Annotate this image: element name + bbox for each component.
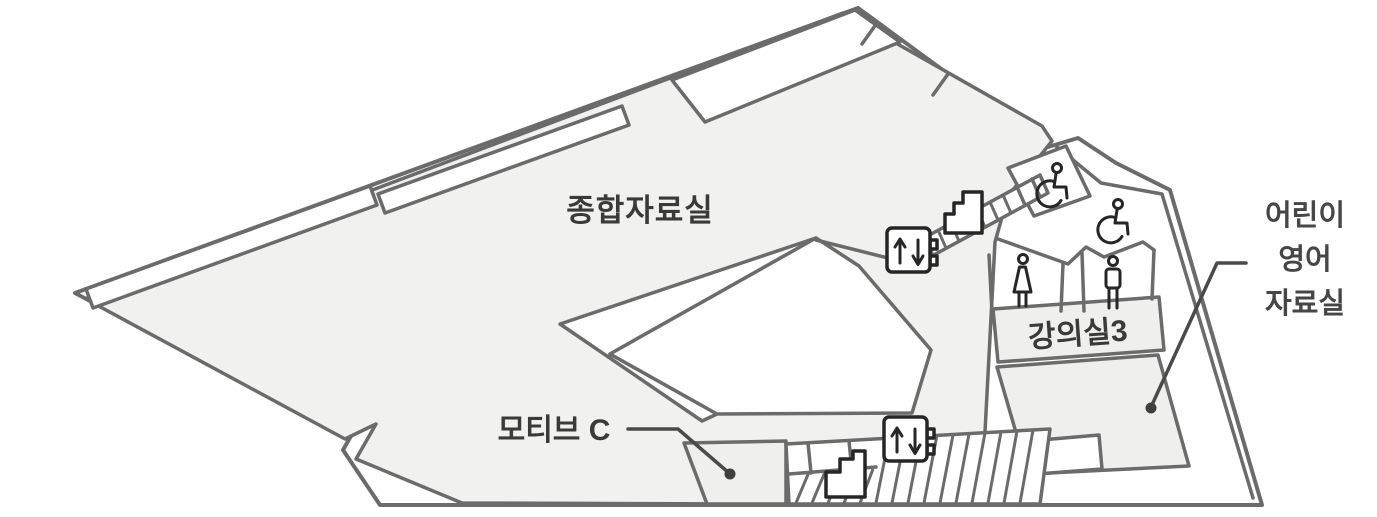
stairs-icon-bottom bbox=[824, 449, 867, 499]
central-open-area bbox=[608, 236, 933, 416]
wheelchair-icon-1 bbox=[1035, 162, 1069, 209]
room-lecture-3 bbox=[991, 295, 1166, 364]
leader-motive-c bbox=[626, 427, 736, 480]
wheelchair-icon-2 bbox=[1096, 198, 1130, 245]
label-children-room: 어린이 영어 자료실 bbox=[1265, 199, 1345, 320]
svg-text:영어: 영어 bbox=[1278, 243, 1331, 276]
right-wall-inner-line bbox=[1054, 144, 1255, 500]
window-strip-1 bbox=[84, 184, 379, 310]
leader-children-room bbox=[1145, 261, 1248, 414]
window-strip-2 bbox=[376, 104, 631, 215]
svg-text:자료실: 자료실 bbox=[1265, 287, 1345, 320]
wall-divider-1 bbox=[860, 21, 879, 46]
male-restroom-icon bbox=[1104, 255, 1122, 310]
label-main-room: 종합자료실 bbox=[566, 193, 714, 228]
label-lecture-room: 강의실3 bbox=[1027, 315, 1129, 355]
wall-divider-2 bbox=[931, 72, 950, 97]
restroom-cell-lines bbox=[987, 248, 1156, 314]
elevator-icon-1 bbox=[885, 226, 939, 274]
corridor-wall-line bbox=[814, 238, 890, 260]
elevator-icon-2 bbox=[882, 415, 936, 463]
label-motive-room: 모티브 C bbox=[498, 414, 611, 447]
window-strip-3 bbox=[670, 8, 902, 124]
restroom-wall-polyline bbox=[996, 237, 1156, 266]
female-restroom-icon bbox=[1012, 253, 1033, 308]
stairs-icon-top bbox=[943, 190, 984, 235]
svg-text:어린이: 어린이 bbox=[1265, 199, 1345, 232]
